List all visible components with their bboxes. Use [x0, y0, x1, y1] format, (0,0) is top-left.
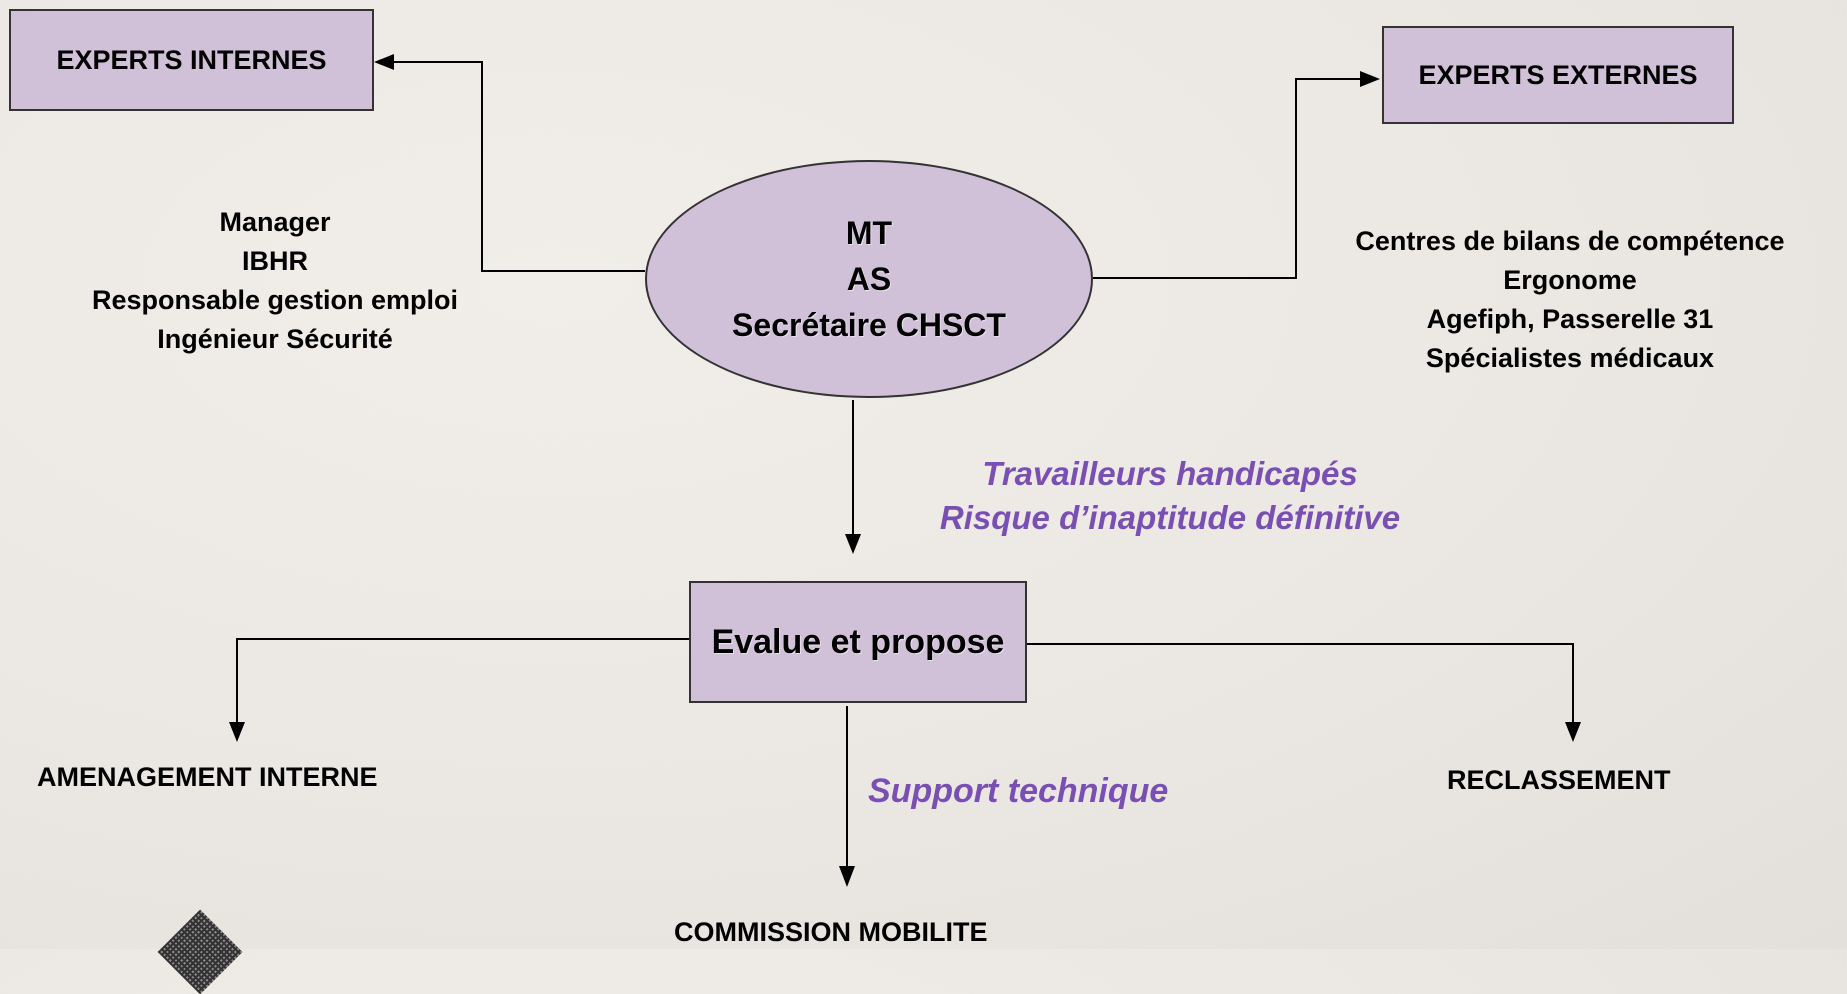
- connector-to-amenagement: [236, 638, 690, 722]
- experts-internes-box: EXPERTS INTERNES: [9, 9, 374, 111]
- arrow-down-icon: [229, 722, 245, 742]
- reclassement-label: RECLASSEMENT: [1447, 765, 1671, 795]
- externes-item: Spécialistes médicaux: [1425, 343, 1715, 373]
- internes-item: IBHR: [242, 246, 308, 276]
- experts-externes-label: EXPERTS EXTERNES: [1418, 59, 1698, 90]
- externes-item: Centres de bilans de compétence: [1355, 226, 1785, 256]
- connector-to-internes: [392, 61, 645, 272]
- flow-annotation: Travailleurs handicapés Risque d’inaptit…: [880, 452, 1460, 540]
- diagram-canvas: EXPERTS INTERNES EXPERTS EXTERNES MT AS …: [9, 9, 1840, 994]
- arrow-left-icon: [374, 54, 394, 70]
- support-annotation: Support technique: [868, 772, 1169, 810]
- externes-list: Centres de bilans de compétence Ergonome…: [1300, 222, 1840, 378]
- center-label-mt: MT: [845, 215, 893, 251]
- arrow-down-icon: [845, 534, 861, 554]
- flow-annotation-line: Risque d’inaptitude définitive: [939, 499, 1401, 536]
- experts-internes-label: EXPERTS INTERNES: [56, 44, 327, 75]
- center-ellipse: MT AS Secrétaire CHSCT: [645, 160, 1093, 398]
- connector-to-reclassement: [1027, 643, 1574, 722]
- internes-list: Manager IBHR Responsable gestion emploi …: [40, 203, 510, 359]
- arrow-right-icon: [1360, 71, 1380, 87]
- flow-annotation-line: Travailleurs handicapés: [982, 455, 1358, 492]
- internes-item: Manager: [219, 207, 331, 237]
- internes-item: Responsable gestion emploi: [91, 285, 459, 315]
- connector-to-externes: [1093, 78, 1360, 279]
- externes-item: Ergonome: [1503, 265, 1637, 295]
- evalue-label: Evalue et propose: [711, 622, 1005, 661]
- arrow-down-icon: [1565, 722, 1581, 742]
- arrow-down-icon: [839, 866, 855, 887]
- amenagement-label: AMENAGEMENT INTERNE: [37, 762, 378, 792]
- evalue-box: Evalue et propose: [689, 581, 1027, 703]
- commission-label: COMMISSION MOBILITE: [674, 917, 988, 947]
- internes-item: Ingénieur Sécurité: [157, 324, 393, 354]
- experts-externes-box: EXPERTS EXTERNES: [1382, 26, 1734, 124]
- externes-item: Agefiph, Passerelle 31: [1426, 304, 1714, 334]
- center-label-as: AS: [846, 261, 892, 297]
- connector-lines: [229, 54, 1581, 887]
- center-label-secretaire: Secrétaire CHSCT: [732, 307, 1006, 343]
